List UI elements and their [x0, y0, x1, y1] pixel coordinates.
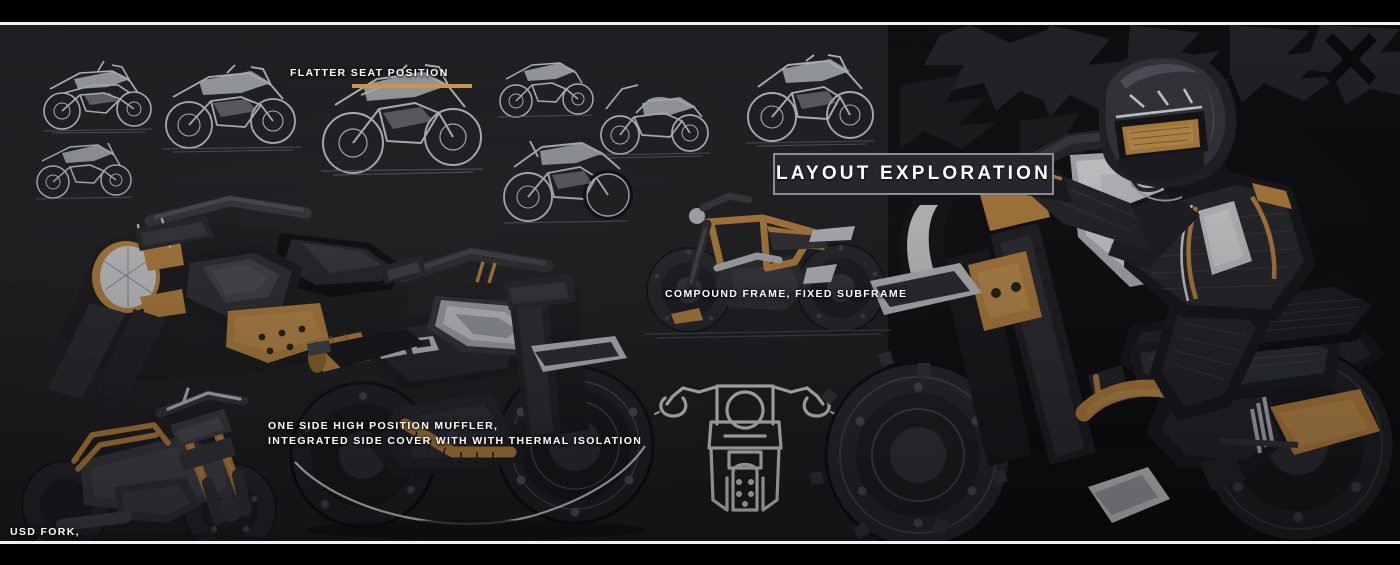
callout-flatter-seat: FLATTER SEAT POSITION [290, 67, 449, 79]
callout-muffler: ONE SIDE HIGH POSITION MUFFLER, INTEGRAT… [268, 419, 642, 449]
main-side-view-sketch [289, 247, 655, 540]
top-rule [0, 22, 1400, 25]
front-view-frame-diagram [654, 384, 836, 512]
callout-muffler-line-2: INTEGRATED SIDE COVER WITH WITH THERMAL … [268, 435, 643, 447]
callout-muffler-line-1: ONE SIDE HIGH POSITION MUFFLER, [268, 420, 499, 432]
thumbnail-sketch [35, 142, 133, 200]
hero-rider-bike-sketch [810, 50, 1396, 541]
close-icon [1325, 33, 1377, 85]
callout-usd-fork: USD FORK, REMOVABLE SUBFRAME [10, 525, 163, 541]
headlight-detail-sketch [48, 195, 410, 401]
page-title: LAYOUT EXPLORATION [775, 163, 1052, 184]
thumbnail-sketch [43, 60, 153, 134]
compound-frame-sketch [644, 192, 892, 339]
callout-compound-frame: COMPOUND FRAME, FIXED SUBFRAME [665, 288, 908, 300]
flatter-seat-underline [352, 84, 472, 88]
thumbnail-sketch [745, 54, 875, 147]
close-button[interactable] [1320, 28, 1382, 90]
design-board: FLATTER SEAT POSITION LAYOUT EXPLORATION… [0, 25, 1400, 541]
thumbnail-sketch [503, 140, 633, 224]
thumbnail-sketch [497, 62, 594, 118]
top-letterbox-bar [0, 0, 1400, 22]
bottom-letterbox-bar [0, 544, 1400, 565]
usd-fork-sketch [21, 387, 278, 541]
layout-exploration-title-plate: LAYOUT EXPLORATION [773, 153, 1054, 195]
bottom-rule [0, 541, 1400, 544]
thumbnail-sketch [597, 84, 711, 159]
thumbnail-sketch [162, 64, 302, 153]
callout-usd-line-1: USD FORK, [10, 526, 80, 538]
board-vignette [0, 25, 1400, 541]
